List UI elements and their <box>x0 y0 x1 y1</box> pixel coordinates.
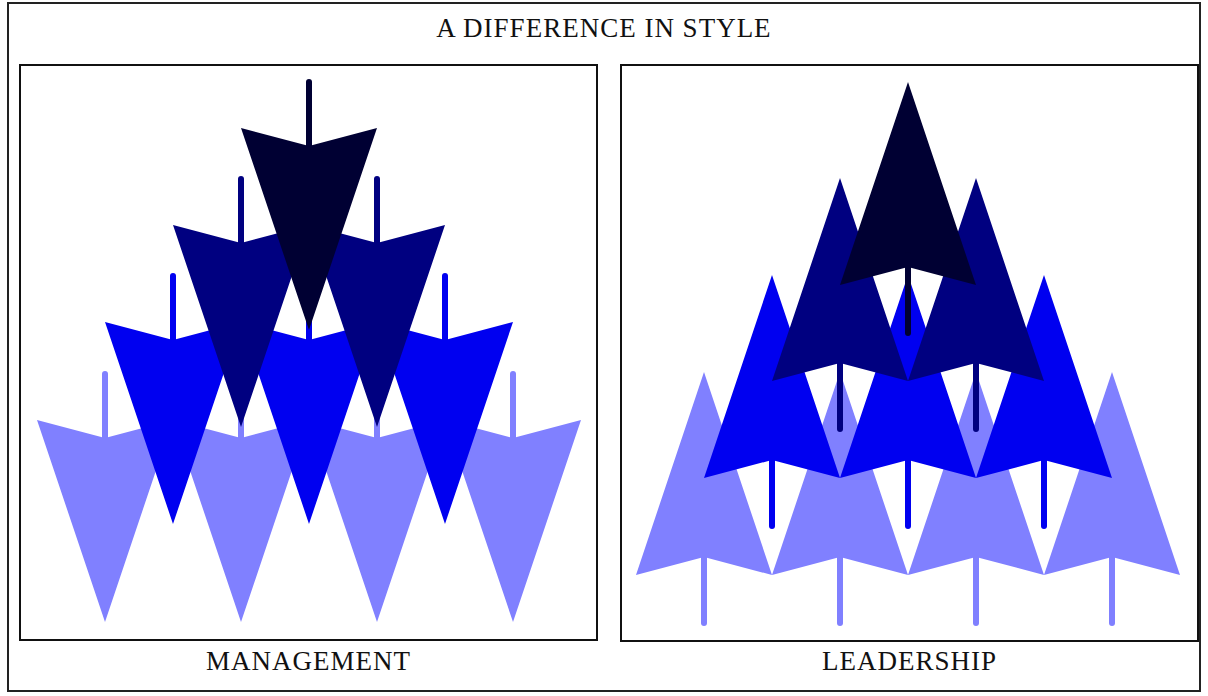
arrow-stem <box>1109 545 1115 623</box>
management-arrows <box>37 82 581 622</box>
panel-caption: MANAGEMENT <box>20 647 597 677</box>
style-panel: MANAGEMENT <box>20 65 597 690</box>
panel-border <box>20 65 597 640</box>
leadership-arrows <box>636 82 1180 623</box>
style-panel: LEADERSHIP <box>621 65 1198 690</box>
arrow-stem <box>905 448 911 526</box>
panel-caption: LEADERSHIP <box>621 647 1198 677</box>
arrow-stem <box>837 545 843 623</box>
outer-frame <box>8 3 1200 691</box>
arrow-stem <box>905 255 911 333</box>
arrow-stem <box>973 351 979 429</box>
arrow-stem <box>701 545 707 623</box>
arrow-stem <box>769 448 775 526</box>
diagram-title: A DIFFERENCE IN STYLE <box>0 12 1208 44</box>
panel-border <box>621 65 1198 641</box>
arrow-head <box>241 128 377 330</box>
arrow-stem <box>973 545 979 623</box>
arrow-stem <box>837 351 843 429</box>
arrow-stem <box>1041 448 1047 526</box>
